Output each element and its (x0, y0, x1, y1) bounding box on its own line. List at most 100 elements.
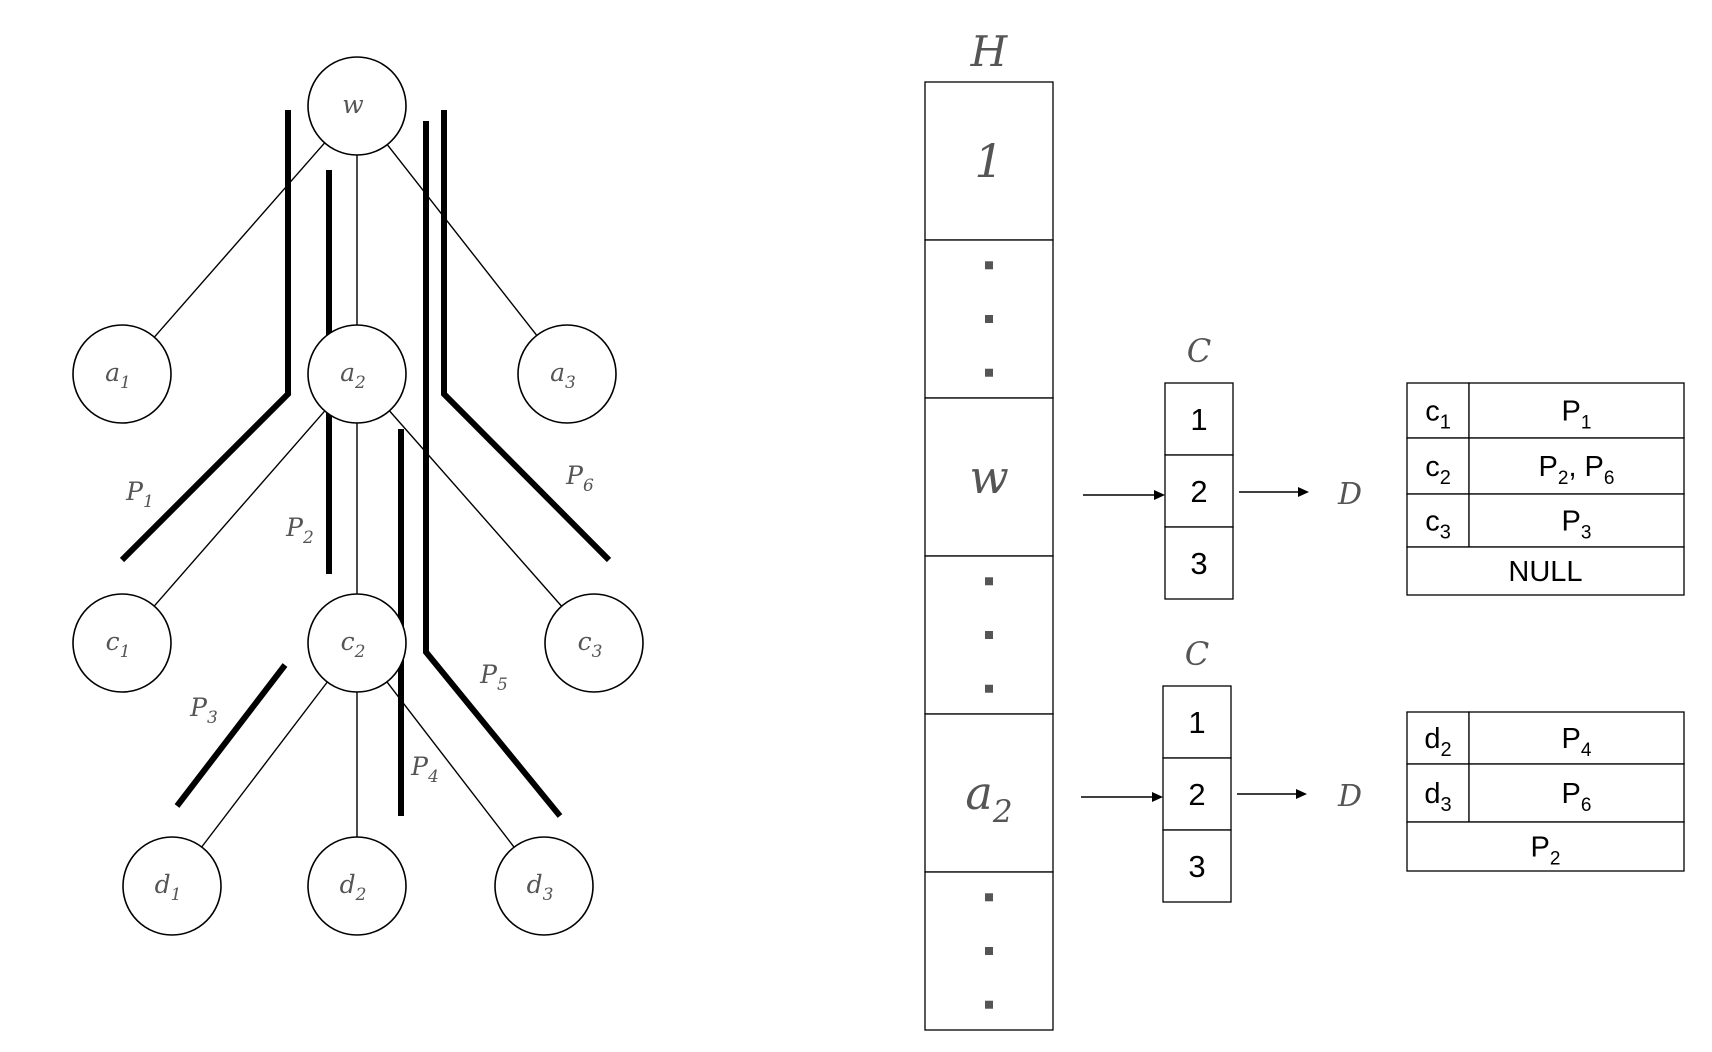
c-cell-text-0-0: 1 (1190, 402, 1207, 437)
edge-a2-c3 (388, 410, 563, 607)
c-label-1: C (1185, 635, 1209, 673)
node-d1: d1 (122, 836, 222, 936)
path-label-P4: P4 (410, 752, 439, 787)
path-label-P2: P2 (285, 513, 314, 548)
d-footer-cell-0 (1406, 546, 1685, 596)
hash-dot (985, 631, 993, 639)
arrowhead-h-to-c-1 (1152, 792, 1163, 802)
c-cell-0-2 (1164, 526, 1234, 600)
c-cell-text-1-0: 1 (1188, 705, 1205, 740)
node-label-d2: d2 (340, 870, 367, 905)
hash-key-4: a2 (965, 766, 1012, 830)
d-value-cell-0-0 (1468, 382, 1685, 439)
d-value-1-0: P4​ (1562, 723, 1592, 761)
hash-cell-4 (924, 713, 1054, 873)
hash-cell-2 (924, 397, 1054, 557)
hash-row-1 (924, 239, 1054, 399)
hash-dot (985, 893, 993, 902)
node-label-c1: c1 (106, 627, 131, 662)
node-circle-c1 (72, 593, 172, 693)
node-circle-d1 (122, 836, 222, 936)
node-c1: c1 (72, 593, 172, 693)
d-value-1-1: P6​ (1562, 778, 1592, 816)
path-label-P6: P6 (565, 461, 594, 496)
hash-dot (985, 1000, 993, 1009)
hash-key-0: 1 (974, 134, 1003, 188)
edge-w-a1 (153, 142, 326, 338)
hash-row-3 (924, 555, 1054, 715)
node-label-d3: d3 (527, 870, 554, 905)
d-footer-1: P2​ (1531, 832, 1561, 870)
d-value-cell-0-2 (1468, 493, 1685, 548)
path-stroke-P1 (119, 110, 291, 563)
node-circle-d2 (307, 836, 407, 936)
arrowhead-h-to-c-0 (1154, 490, 1165, 500)
path-P5: P5 (423, 121, 563, 818)
d-label-0: D (1337, 477, 1362, 512)
node-label-c3: c3 (578, 627, 603, 662)
path-label-P5: P5 (479, 660, 508, 695)
node-circle-c2 (307, 593, 407, 693)
d-footer-cell-1 (1406, 821, 1685, 872)
node-label-a3: a3 (550, 358, 576, 393)
hash-dot (985, 684, 993, 693)
d-value-0-2: P3​ (1562, 506, 1592, 544)
path-stroke-P6 (441, 110, 612, 563)
hash-row-4: a2 (924, 713, 1054, 873)
c-cell-text-0-1: 2 (1190, 474, 1207, 509)
path-P4: P4 (398, 429, 439, 816)
hash-dot (985, 577, 993, 586)
node-circle-a3 (517, 324, 617, 424)
edge-c2-d1 (201, 681, 328, 848)
path-stroke-P5 (423, 121, 563, 818)
tree-edges (153, 142, 563, 848)
d-footer-0: NULL (1508, 556, 1582, 588)
c-cell-text-1-2: 3 (1188, 849, 1205, 884)
c-cell-0-0 (1164, 382, 1234, 456)
c-cell-0-1 (1164, 454, 1234, 528)
path-P1: P1 (119, 110, 291, 563)
d-key-cell-1-1 (1406, 763, 1470, 823)
path-label-P1: P1 (125, 477, 154, 512)
edge-c2-d3 (386, 681, 515, 848)
d-key-1-1: d3 (1424, 778, 1451, 816)
hash-dot (985, 315, 993, 323)
c-cell-1-1 (1162, 757, 1232, 831)
path-label-P3: P3 (189, 693, 218, 728)
c-cell-1-2 (1162, 829, 1232, 903)
c-cell-text-0-2: 3 (1190, 546, 1207, 581)
hash-row-2: w (924, 397, 1054, 557)
d-key-1-0: d2 (1424, 723, 1451, 761)
node-label-a1: a1 (105, 358, 131, 393)
node-w: w (307, 56, 407, 156)
d-key-0-2: c3 (1425, 506, 1451, 544)
node-circle-w (307, 56, 407, 156)
node-circle-c3 (544, 593, 644, 693)
c-label-0: C (1187, 332, 1211, 370)
d-value-cell-0-1 (1468, 437, 1685, 495)
tree-nodes: w a1 a2 a3 c1 c2 c3 d1 d2 d3 (72, 56, 644, 936)
node-a2: a2 (307, 324, 407, 424)
d-key-0-0: c1 (1425, 396, 1451, 434)
hash-dot (985, 368, 993, 377)
node-a3: a3 (517, 324, 617, 424)
node-label-d1: d1 (155, 870, 182, 905)
edge-a2-c1 (153, 410, 326, 607)
node-d3: d3 (494, 836, 594, 936)
hash-row-5 (924, 871, 1054, 1031)
hash-row-0: 1 (924, 81, 1054, 241)
node-c3: c3 (544, 593, 644, 693)
node-a1: a1 (72, 324, 172, 424)
c-cell-1-0 (1162, 685, 1232, 759)
node-c2: c2 (307, 593, 407, 693)
node-label-c2: c2 (341, 627, 366, 662)
node-circle-a1 (72, 324, 172, 424)
d-value-0-1: P2​, P6​ (1539, 451, 1615, 489)
d-value-0-0: P1​ (1562, 396, 1592, 434)
node-d2: d2 (307, 836, 407, 936)
